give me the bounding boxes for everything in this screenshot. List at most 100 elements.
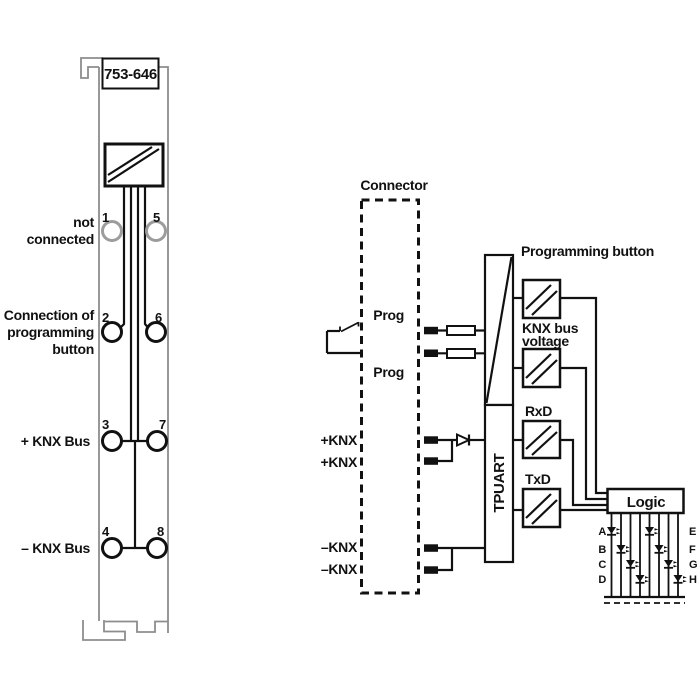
power-block-diagonal-2 [107,146,153,176]
progbtn-isolator-diagonals [525,284,558,316]
prog-pin-labels: Prog Prog [373,307,404,380]
wire-rxd-to-logic [560,438,608,507]
terminal-numbers: 1 2 3 4 5 6 7 8 [102,210,166,539]
block-labels: Programming button KNX bus voltage RxD T… [521,243,654,487]
wire-to-terminal-2 [116,186,126,332]
knx-minus-pin-2 [424,566,438,574]
rxd-label: RxD [525,403,552,419]
knx-circuit [424,432,485,574]
led-label-f: F [689,544,696,556]
power-block-frame [103,142,165,188]
knx-bus-voltage-label-line1: KNX bus [522,320,579,336]
din-rail-bottom-latch [82,620,126,641]
knx-plus-pin-2 [424,457,438,465]
led-h-symbol [673,575,687,584]
terminal-number-3: 3 [102,417,109,432]
terminal-number-2: 2 [102,310,109,325]
terminal-circle-7 [146,430,168,452]
knx-plus-label-1: +KNX [320,432,357,448]
knx-plus-pin-1 [424,436,438,444]
wire-progbtn-to-logic [560,296,608,495]
progbtn-isolator-square [521,278,562,320]
resistor-1 [446,325,476,336]
label-not-connected-line1: not [73,214,95,230]
terminal-number-6: 6 [155,310,162,325]
led-label-d: D [598,574,606,586]
led-d-symbol [635,575,649,584]
terminal-circle-6 [145,321,167,343]
prog-label-1: Prog [373,307,404,323]
module-terminals [101,220,168,559]
terminal-circle-4 [101,537,123,559]
part-number-box: 753-646 [101,57,160,90]
led-label-b: B [598,544,606,556]
label-knx-minus-bus: – KNX Bus [21,540,90,556]
terminal-circle-5 [145,220,167,242]
programming-button-switch [325,321,362,355]
isolation-column-block [483,253,515,407]
prog-pin-1 [424,326,438,335]
terminal-number-8: 8 [157,524,164,539]
housing-right-edge [158,66,169,633]
rxd-isolator-diagonals [525,425,558,456]
tpuart-frame [483,403,515,564]
connector-label: Connector [360,177,428,193]
rxd-isolator-square [521,419,562,460]
led-label-e: E [689,526,696,538]
prog-circuit [424,325,485,359]
housing-bottom-foot [105,620,168,633]
programming-button-label: Programming button [521,243,654,259]
module-side-labels: not connected Connection of programming … [4,214,95,556]
module-housing [80,57,169,641]
wire-knxvolt-to-logic [560,366,608,501]
connector-dashed-box [360,198,420,595]
terminal-circle-1 [101,220,123,242]
label-knx-plus-bus: + KNX Bus [21,433,91,449]
knx-plus-label-2: +KNX [320,454,357,470]
isolation-column-diagonal [485,256,513,404]
label-prog-button-line2: programming [7,324,94,340]
part-number-label: 753-646 [104,66,157,83]
knx-bus-voltage-label-line2: voltage [522,333,569,349]
power-isolation-block [103,142,165,188]
knx-pin-labels: +KNX +KNX –KNX –KNX [320,432,358,577]
knx-minus-label-1: –KNX [321,539,358,555]
din-rail-top-hook [80,57,103,79]
logic-block: Logic [606,487,685,515]
led-c-symbol [626,560,640,569]
label-not-connected-line2: connected [27,231,94,247]
terminal-circle-2 [101,321,123,343]
led-array: A B C D E F G H [598,513,698,604]
label-prog-button-line1: Connection of [4,307,95,323]
terminal-number-7: 7 [159,417,166,432]
knxvolt-isolator-square [521,347,562,389]
led-label-c: C [598,559,606,571]
tpuart-label: TPUART [491,453,508,512]
led-label-a: A [598,526,606,538]
knxvolt-isolator-diagonals [525,353,558,385]
led-b-symbol [616,545,630,554]
terminal-number-4: 4 [102,524,110,539]
terminal-number-1: 1 [102,210,109,225]
prog-label-2: Prog [373,364,404,380]
isolator-input-wires [513,296,523,512]
logic-routing-wires [560,296,608,512]
led-e-symbol [645,527,659,536]
led-label-g: G [689,559,697,571]
logic-label: Logic [627,494,666,511]
power-block-diagonal-1 [107,148,160,183]
terminal-circle-3 [101,430,123,452]
terminal-circle-8 [146,537,168,559]
knx-plus-junction [438,440,454,463]
knx-minus-junction [438,548,454,572]
wire-to-terminal-6 [143,186,152,332]
txd-isolator-square [521,487,562,529]
diode-triangle [456,432,472,448]
led-label-h: H [689,574,697,586]
led-g-symbol [664,560,678,569]
part-number-frame [101,57,160,90]
led-f-symbol [654,545,668,554]
prog-pin-2 [424,349,438,357]
txd-label: TxD [525,471,551,487]
